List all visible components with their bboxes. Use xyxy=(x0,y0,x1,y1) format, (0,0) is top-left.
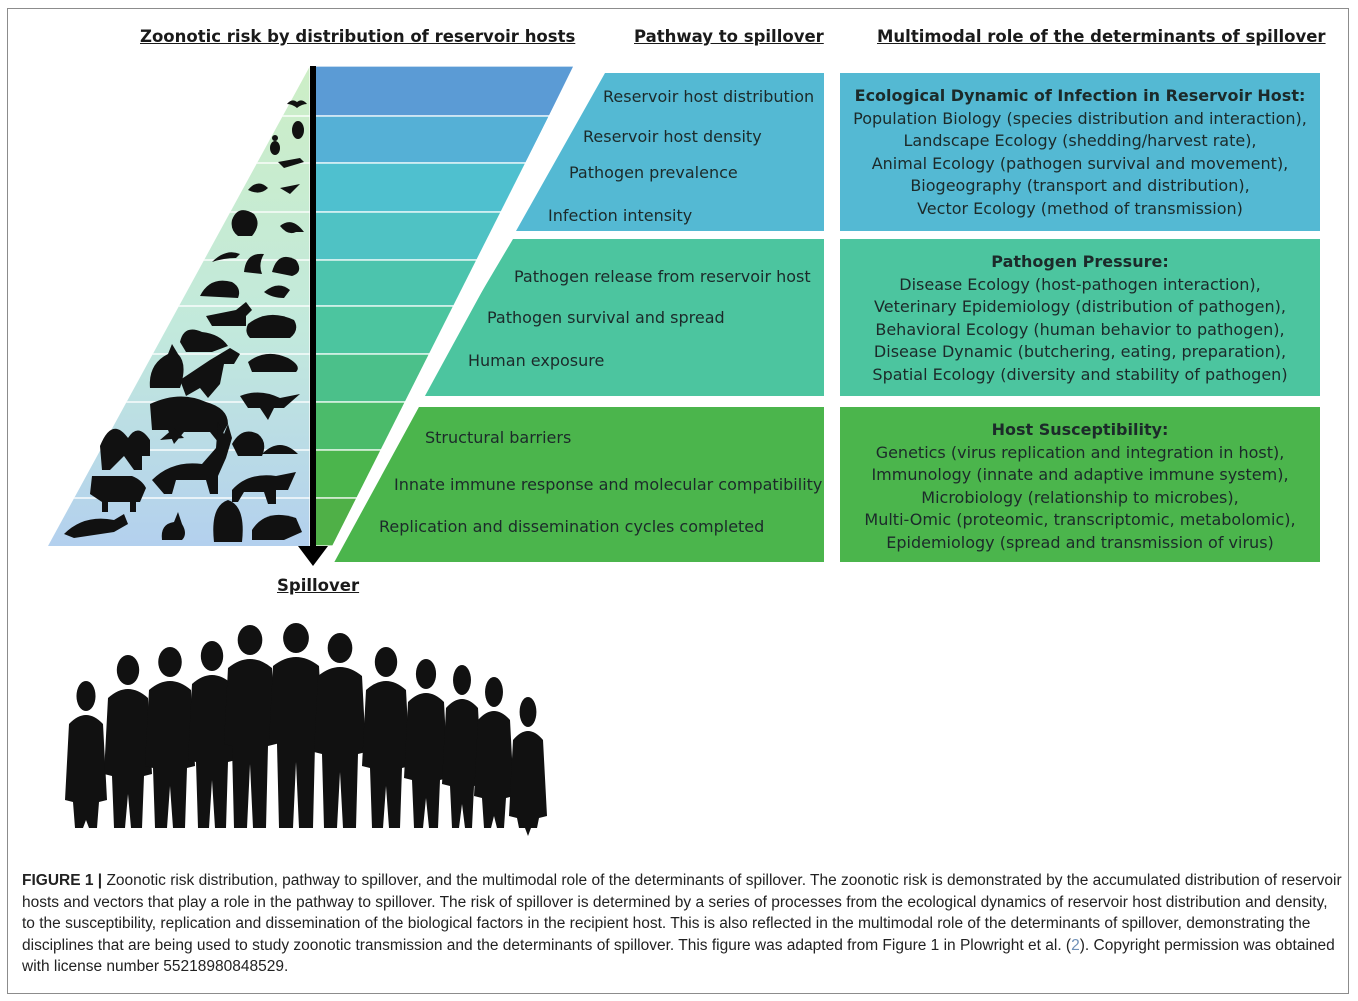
pathway-step: Reservoir host distribution xyxy=(603,87,815,106)
caption-text-end: ). Copyright permission was obtained wit… xyxy=(22,936,1335,976)
zoonotic-risk-pyramid xyxy=(48,65,824,570)
determinant-title: Host Susceptibility: xyxy=(991,420,1169,439)
pathway-step: Pathogen prevalence xyxy=(569,163,738,182)
pyramid-band xyxy=(309,162,528,213)
animal-silhouettes xyxy=(64,100,307,542)
determinant-line: Veterinary Epidemiology (distribution of… xyxy=(874,297,1286,316)
pyramid-band xyxy=(309,211,504,261)
determinant-box-pathogen-pressure: Pathogen Pressure: Disease Ecology (host… xyxy=(840,239,1320,396)
pyramid-band xyxy=(309,259,480,307)
pathway-step: Replication and dissemination cycles com… xyxy=(379,517,765,536)
determinant-line: Behavioral Ecology (human behavior to pa… xyxy=(875,319,1285,339)
determinant-line: Population Biology (species distribution… xyxy=(853,108,1307,128)
pyramid-band xyxy=(309,65,575,117)
pathway-step: Reservoir host density xyxy=(583,127,762,146)
determinant-line: Genetics (virus replication and integrat… xyxy=(875,442,1285,462)
header-determinants: Multimodal role of the determinants of s… xyxy=(877,27,1326,46)
caption-text: Zoonotic risk distribution, pathway to s… xyxy=(22,872,1342,954)
pathway-step: Pathogen release from reservoir host xyxy=(514,267,811,286)
figure-caption: FIGURE 1 | Zoonotic risk distribution, p… xyxy=(22,870,1342,978)
pathway-step: Innate immune response and molecular com… xyxy=(394,475,823,494)
determinant-line: Multi-Omic (proteomic, transcriptomic, m… xyxy=(864,510,1296,529)
determinant-title: Ecological Dynamic of Infection in Reser… xyxy=(854,86,1306,105)
header-zoonotic-risk: Zoonotic risk by distribution of reservo… xyxy=(140,27,576,46)
determinant-box-ecological: Ecological Dynamic of Infection in Reser… xyxy=(840,73,1320,231)
pathway-step: Pathogen survival and spread xyxy=(487,308,725,327)
human-crowd-silhouette xyxy=(65,623,547,836)
pyramid-gap xyxy=(320,66,605,570)
spillover-label: Spillover xyxy=(277,576,360,595)
determinant-box-host-susceptibility: Host Susceptibility: Genetics (virus rep… xyxy=(840,407,1320,562)
determinant-line: Biogeography (transport and distribution… xyxy=(910,176,1250,195)
pyramid-band xyxy=(309,115,551,164)
determinant-line: Disease Ecology (host-pathogen interacti… xyxy=(899,274,1261,294)
pathway-step: Infection intensity xyxy=(548,206,693,225)
figure-frame xyxy=(7,8,1349,994)
determinant-line: Immunology (innate and adaptive immune s… xyxy=(871,465,1289,484)
caption-reference-link[interactable]: 2 xyxy=(1071,936,1080,954)
determinant-line: Microbiology (relationship to microbes), xyxy=(921,487,1239,507)
pathway-step: Human exposure xyxy=(468,351,605,370)
determinant-line: Vector Ecology (method of transmission) xyxy=(917,198,1243,218)
caption-label: FIGURE 1 | xyxy=(22,872,103,889)
determinant-line: Disease Dynamic (butchering, eating, pre… xyxy=(873,342,1287,361)
pathway-panel xyxy=(516,73,824,231)
determinant-line: Spatial Ecology (diversity and stability… xyxy=(872,364,1288,384)
spillover-arrowhead xyxy=(298,546,328,566)
determinant-line: Landscape Ecology (shedding/harvest rate… xyxy=(903,131,1257,150)
pathway-panel xyxy=(420,239,824,396)
determinant-title: Pathogen Pressure: xyxy=(991,252,1169,271)
header-pathway: Pathway to spillover xyxy=(634,27,824,46)
determinant-line: Epidemiology (spread and transmission of… xyxy=(886,532,1274,552)
pathway-step: Structural barriers xyxy=(425,428,572,447)
determinant-line: Animal Ecology (pathogen survival and mo… xyxy=(871,153,1289,173)
pathway-panel xyxy=(330,407,824,562)
